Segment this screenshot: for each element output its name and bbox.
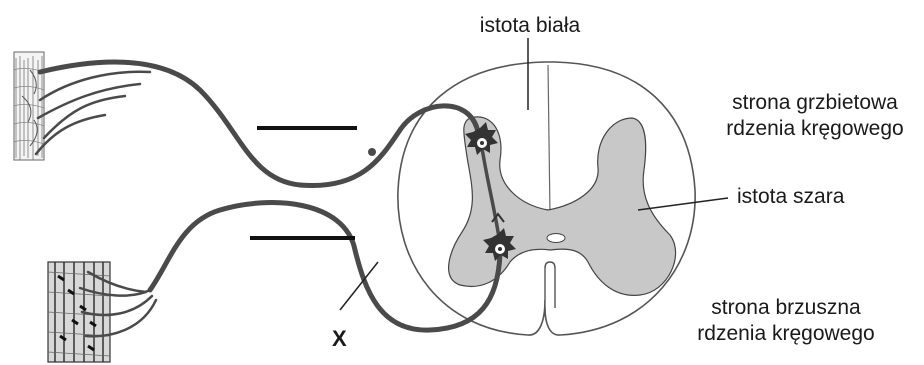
dorsal-side-label-line1: strona grzbietowa	[720, 91, 910, 115]
ventral-side-label-line1: strona brzuszna	[686, 296, 886, 320]
grey-matter-label: istota szara	[737, 185, 844, 209]
white-matter-label: istota biała	[468, 14, 592, 38]
skin-receptor	[14, 52, 44, 160]
spinal-cord	[398, 62, 695, 335]
ventral-side-label-line2: rdzenia kręgowego	[686, 322, 886, 346]
central-canal	[547, 234, 565, 243]
x-marker-label: X	[332, 327, 347, 351]
muscle-effector	[48, 262, 110, 362]
dorsal-side-label-line2: rdzenia kręgowego	[720, 117, 910, 141]
